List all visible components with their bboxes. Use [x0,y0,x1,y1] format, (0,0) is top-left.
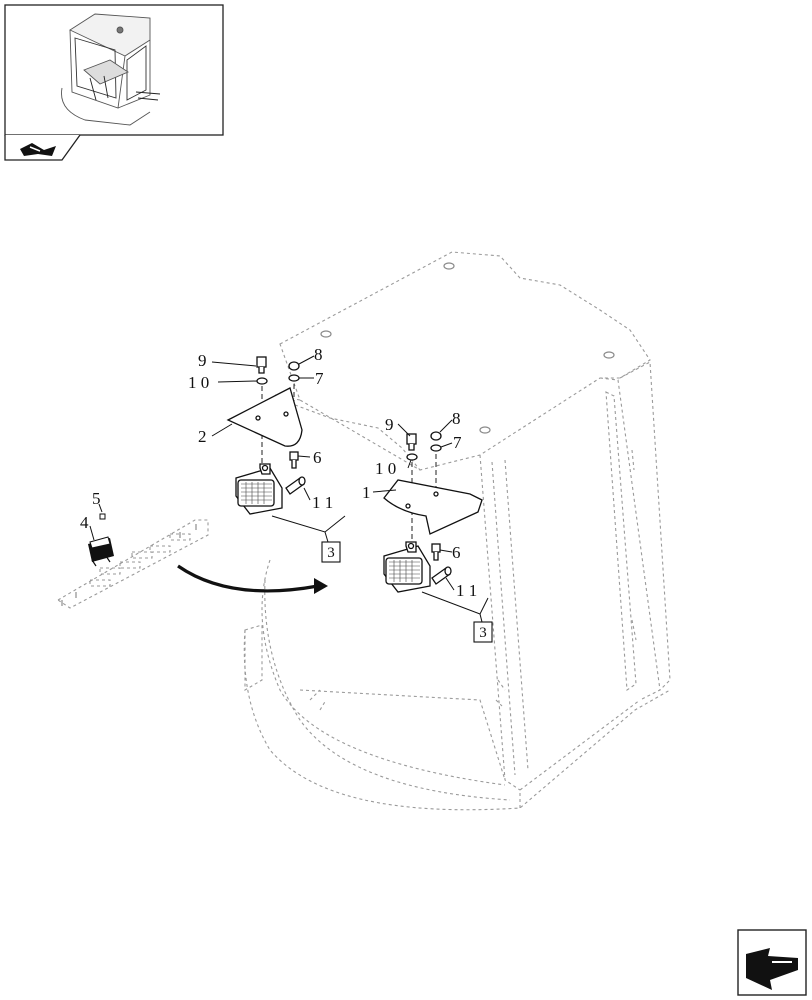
boxed-ref-3-left: 3 [321,541,341,563]
work-lamp-left [235,463,283,515]
nut-8-right [430,431,442,441]
bracket-1-right [383,479,483,535]
callout-4: 4 [80,513,89,532]
thumbnail-panel[interactable] [4,4,224,161]
callout-8-right: 8 [452,409,461,428]
left-lamp-assembly [211,355,346,543]
bracket-2-left [226,387,303,447]
screw-6-left [289,451,299,469]
callout-7-right: 7 [453,433,462,452]
callout-10-left: 1 0 [188,373,209,392]
callout-11-right: 1 1 [456,581,477,600]
washer-10-right [406,453,418,461]
cab-outline [56,251,671,811]
callout-11-left: 1 1 [312,493,333,512]
section-tab-icon [20,143,56,156]
callout-9-left: 9 [198,351,207,370]
work-lamp-right [383,541,431,593]
bolt-9-right [406,433,417,451]
callout-6-left: 6 [313,448,322,467]
callout-9-right: 9 [385,415,394,434]
rocker-switch-4 [88,536,114,567]
callout-2: 2 [198,427,207,446]
next-page-arrow-icon[interactable] [737,929,807,996]
boxed-ref-3-right: 3 [473,621,493,643]
callout-8-left: 8 [314,345,323,364]
right-lamp-assembly [372,419,489,623]
location-arrow-icon [177,564,328,594]
callout-10-right: 1 0 [375,459,396,478]
pin-11-right [431,566,452,585]
bolt-9-left [256,356,267,374]
washer-10-left [256,377,268,385]
bulb-5 [99,513,106,520]
callout-1-right: 1 [362,483,371,502]
callout-5: 5 [92,489,101,508]
screw-6-right [431,543,441,561]
pin-11-left [285,476,306,495]
callout-6-right: 6 [452,543,461,562]
callout-labels: 9 1 0 8 7 2 6 1 1 9 1 0 8 7 1 6 1 1 5 4 [80,345,477,600]
svg-text:3: 3 [479,625,487,641]
washer-7-left [288,374,300,382]
cab-thumbnail-icon [61,13,161,126]
washer-7-right [430,444,442,452]
nut-8-left [288,361,300,371]
svg-text:3: 3 [327,545,335,561]
callout-7-left: 7 [315,369,324,388]
